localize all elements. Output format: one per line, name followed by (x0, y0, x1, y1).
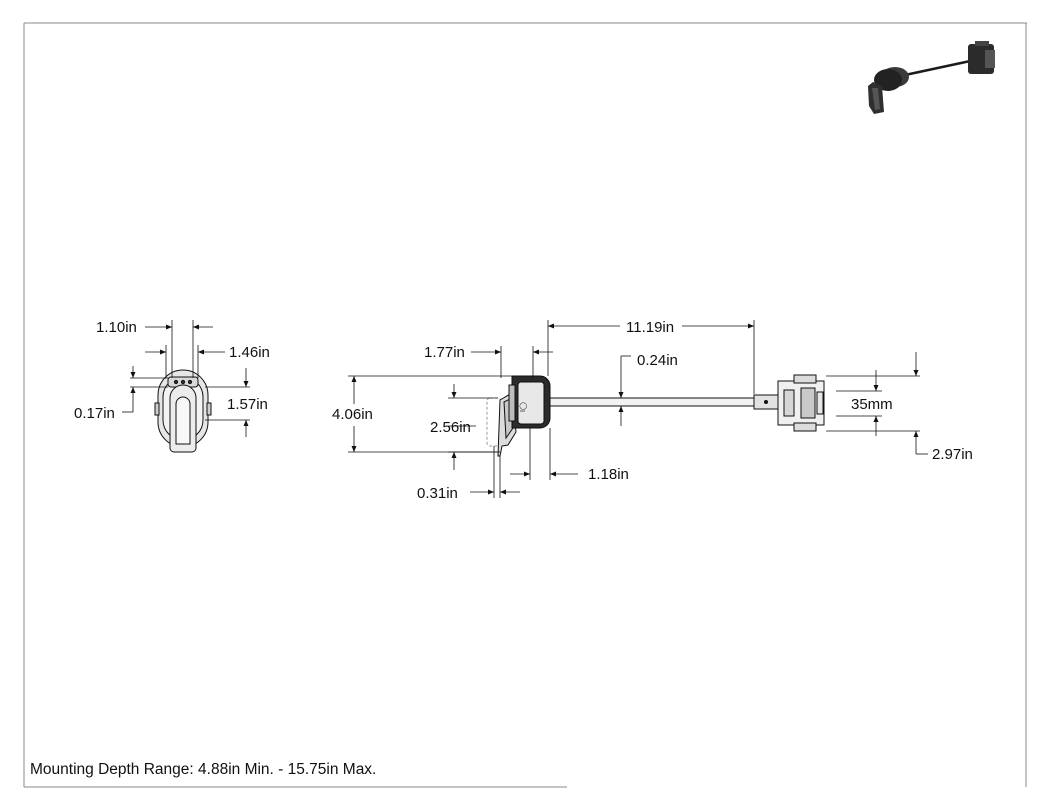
dim-front-0-17: 0.17in (74, 405, 115, 422)
drawing-frame (23, 22, 1027, 788)
dim-switch-height: 2.97in (932, 446, 973, 463)
dim-handle-height: 2.56in (430, 419, 471, 436)
dim-front-1-57: 1.57in (227, 396, 268, 413)
dim-overall-height: 4.06in (332, 406, 373, 423)
isometric-preview (868, 41, 995, 114)
dim-front-1-46: 1.46in (229, 344, 270, 361)
dim-shaft-diameter: 0.24in (637, 352, 678, 369)
dim-body-depth: 1.18in (588, 466, 629, 483)
dim-handle-depth: 1.77in (424, 344, 465, 361)
side-view: I◯ (332, 319, 973, 502)
dim-shaft-length: 11.19in (626, 319, 674, 336)
dim-handle-offset: 0.31in (417, 485, 458, 502)
mounting-depth-note: Mounting Depth Range: 4.88in Min. - 15.7… (30, 761, 377, 778)
operator-marking: I◯ (519, 402, 527, 412)
dim-front-1-10: 1.10in (96, 319, 137, 336)
dim-din-rail: 35mm (851, 396, 893, 413)
front-view: 1.10in 1.46in 0.17in 1.57in (74, 319, 270, 453)
